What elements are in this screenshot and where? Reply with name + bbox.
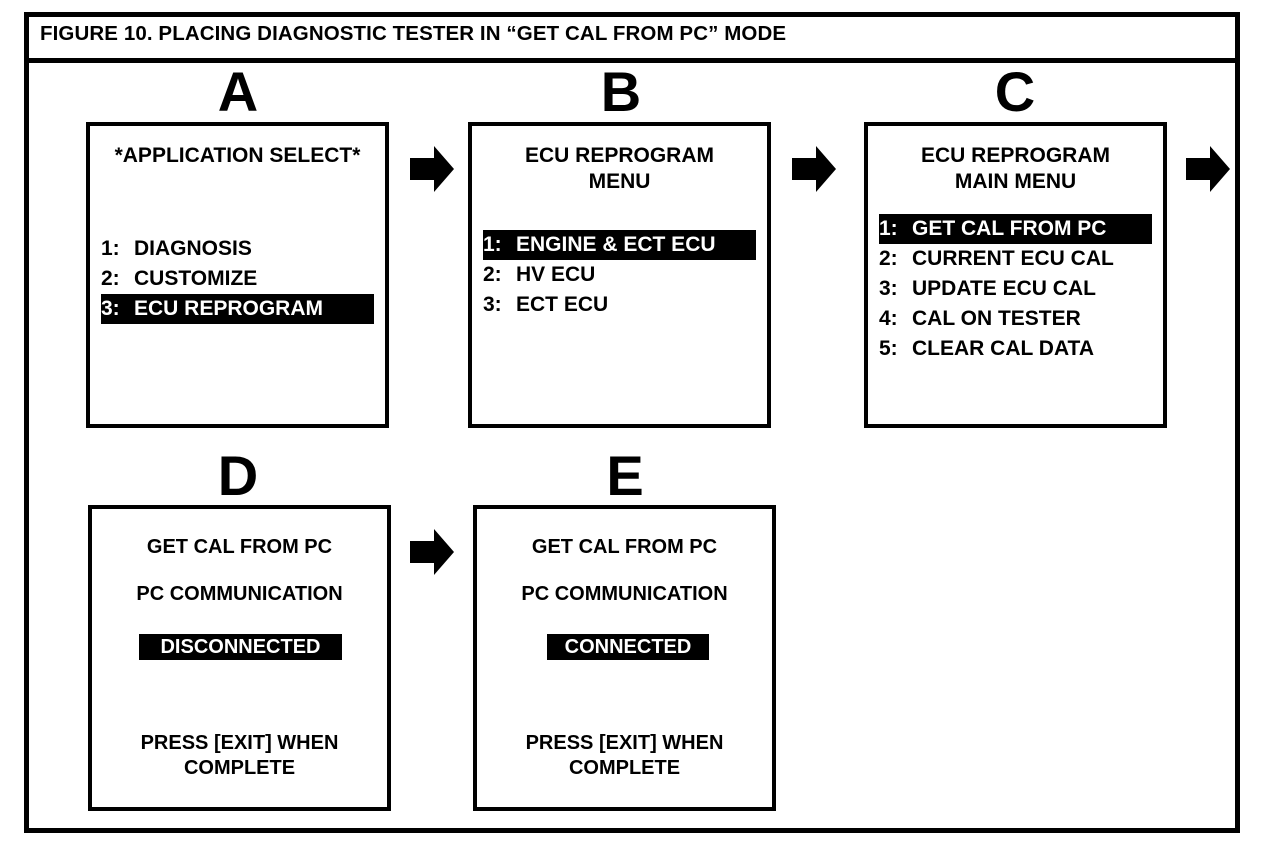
screen-d-title: GET CAL FROM PC xyxy=(146,536,333,558)
screen-d-get-cal-from-pc-disconnected[interactable]: GET CAL FROM PC PC COMMUNICATION DISCONN… xyxy=(88,505,391,811)
menu-item-label: CAL ON TESTER xyxy=(912,307,1081,330)
menu-item-label: HV ECU xyxy=(516,263,596,286)
menu-item-number: 2: xyxy=(879,247,898,270)
screen-a-title: *APPLICATION SELECT* xyxy=(114,144,361,167)
menu-item-hv-ecu[interactable]: 2: HV ECU xyxy=(483,260,756,290)
menu-item-number: 2: xyxy=(101,267,120,290)
screen-a-menu[interactable]: 1: DIAGNOSIS 2: CUSTOMIZE 3: ECU REPROGR… xyxy=(90,234,385,324)
menu-item-diagnosis[interactable]: 1: DIAGNOSIS xyxy=(101,234,374,264)
screen-e-subtitle: PC COMMUNICATION xyxy=(521,583,728,605)
panel-letter-b: B xyxy=(600,60,642,123)
screen-d-status-badge: DISCONNECTED xyxy=(139,634,342,660)
screen-e-status-badge: CONNECTED xyxy=(547,634,709,660)
right-arrow-icon xyxy=(792,146,836,192)
menu-item-ecu-reprogram[interactable]: 3: ECU REPROGRAM xyxy=(101,294,374,324)
right-arrow-icon xyxy=(410,529,454,575)
screen-e-get-cal-from-pc-connected[interactable]: GET CAL FROM PC PC COMMUNICATION CONNECT… xyxy=(473,505,776,811)
menu-item-label: GET CAL FROM PC xyxy=(912,217,1107,240)
screen-c-title: ECU REPROGRAM MAIN MENU xyxy=(920,144,1110,193)
menu-item-number: 2: xyxy=(483,263,502,286)
screen-b-title: ECU REPROGRAM MENU xyxy=(524,144,714,193)
menu-item-label: ENGINE & ECT ECU xyxy=(516,233,716,256)
menu-item-customize[interactable]: 2: CUSTOMIZE xyxy=(101,264,374,294)
menu-item-ect-ecu[interactable]: 3: ECT ECU xyxy=(483,290,756,320)
panel-letter-c: C xyxy=(994,60,1036,123)
screen-b-menu[interactable]: 1: ENGINE & ECT ECU 2: HV ECU 3: ECT ECU xyxy=(472,230,767,320)
panel-letter-a: A xyxy=(217,60,259,123)
menu-item-number: 1: xyxy=(101,237,120,260)
arrow-a-to-b xyxy=(410,146,454,192)
menu-item-label: CUSTOMIZE xyxy=(134,267,258,290)
menu-item-update-ecu-cal[interactable]: 3: UPDATE ECU CAL xyxy=(879,274,1152,304)
screen-a-application-select[interactable]: *APPLICATION SELECT* 1: DIAGNOSIS 2: CUS… xyxy=(86,122,389,428)
menu-item-label: DIAGNOSIS xyxy=(134,237,252,260)
menu-item-current-ecu-cal[interactable]: 2: CURRENT ECU CAL xyxy=(879,244,1152,274)
caption-divider xyxy=(29,58,1235,63)
menu-item-get-cal-from-pc[interactable]: 1: GET CAL FROM PC xyxy=(879,214,1152,244)
screen-c-ecu-reprogram-main-menu[interactable]: ECU REPROGRAM MAIN MENU 1: GET CAL FROM … xyxy=(864,122,1167,428)
screen-b-ecu-reprogram-menu[interactable]: ECU REPROGRAM MENU 1: ENGINE & ECT ECU 2… xyxy=(468,122,771,428)
screen-e-title: GET CAL FROM PC xyxy=(531,536,718,558)
arrow-c-to-d xyxy=(1186,146,1230,192)
menu-item-number: 5: xyxy=(879,337,898,360)
screen-d-footer: PRESS [EXIT] WHEN COMPLETE xyxy=(140,732,339,779)
menu-item-label: UPDATE ECU CAL xyxy=(912,277,1096,300)
menu-item-number: 3: xyxy=(483,293,502,316)
menu-item-number: 3: xyxy=(879,277,898,300)
menu-item-label: ECT ECU xyxy=(516,293,609,316)
screen-c-menu[interactable]: 1: GET CAL FROM PC 2: CURRENT ECU CAL 3:… xyxy=(868,214,1163,364)
arrow-d-to-e xyxy=(410,529,454,575)
right-arrow-icon xyxy=(1186,146,1230,192)
screen-d-subtitle: PC COMMUNICATION xyxy=(136,583,343,605)
menu-item-clear-cal-data[interactable]: 5: CLEAR CAL DATA xyxy=(879,334,1152,364)
figure-caption: FIGURE 10. PLACING DIAGNOSTIC TESTER IN … xyxy=(40,22,787,45)
panel-letter-e: E xyxy=(606,444,644,507)
menu-item-cal-on-tester[interactable]: 4: CAL ON TESTER xyxy=(879,304,1152,334)
menu-item-engine-ect-ecu[interactable]: 1: ENGINE & ECT ECU xyxy=(483,230,756,260)
arrow-b-to-c xyxy=(792,146,836,192)
screen-e-footer: PRESS [EXIT] WHEN COMPLETE xyxy=(525,732,724,779)
menu-item-number: 4: xyxy=(879,307,898,330)
menu-item-label: CLEAR CAL DATA xyxy=(912,337,1094,360)
panel-letter-d: D xyxy=(217,444,259,507)
menu-item-number: 1: xyxy=(879,217,898,240)
menu-item-number: 3: xyxy=(101,297,120,320)
right-arrow-icon xyxy=(410,146,454,192)
menu-item-label: CURRENT ECU CAL xyxy=(912,247,1114,270)
menu-item-label: ECU REPROGRAM xyxy=(134,297,324,320)
menu-item-number: 1: xyxy=(483,233,502,256)
